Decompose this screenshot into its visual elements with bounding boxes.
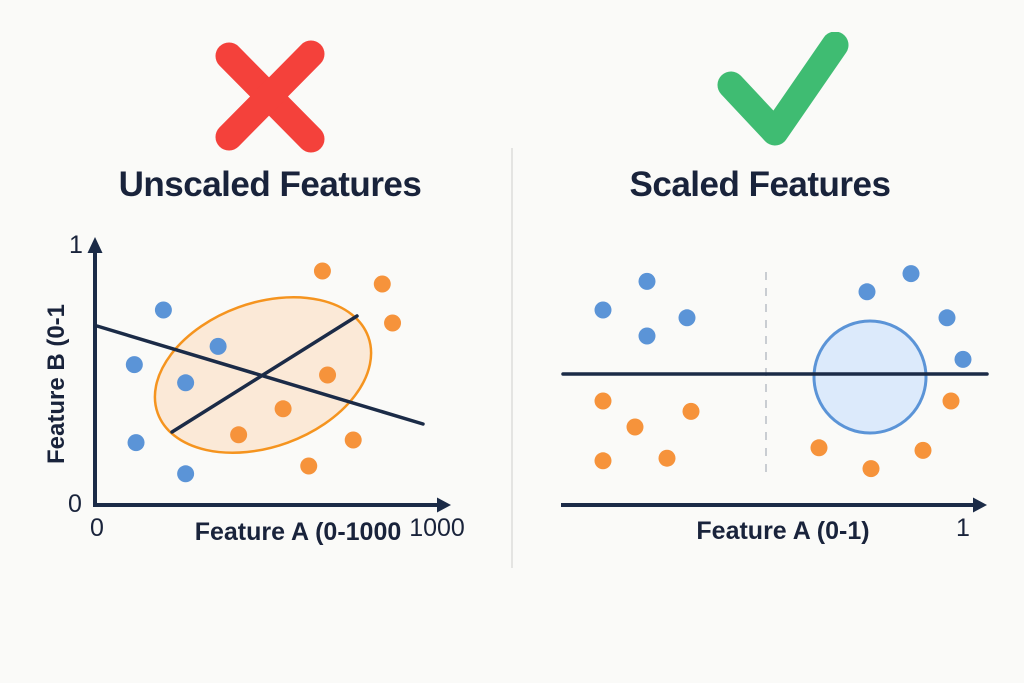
scatter-dot-blue xyxy=(154,301,172,319)
left-y-tick-0: 0 xyxy=(68,490,82,518)
scatter-dot-orange xyxy=(594,452,612,470)
scatter-dot-orange xyxy=(914,441,932,459)
scatter-dot-orange xyxy=(384,314,402,332)
scatter-dot-orange xyxy=(658,449,676,467)
scatter-dot-blue xyxy=(638,327,656,345)
scatter-dot-orange xyxy=(300,457,318,475)
panel-divider xyxy=(511,148,513,568)
left-y-axis-label: Feature B (0-1 xyxy=(42,303,70,465)
scatter-dot-orange xyxy=(626,418,644,436)
scatter-dot-orange xyxy=(274,400,292,418)
x-axis-arrow xyxy=(973,497,987,513)
scatter-dot-blue xyxy=(177,465,195,483)
left-x-axis-label: Feature A (0-1000 xyxy=(194,518,402,546)
scatter-dot-blue xyxy=(125,356,143,374)
scatter-dot-orange xyxy=(319,366,337,384)
scatter-dot-blue xyxy=(902,265,920,283)
scatter-dot-blue xyxy=(678,309,696,327)
scatter-dot-orange xyxy=(313,262,331,280)
scatter-dot-blue xyxy=(177,374,195,392)
cluster-circle xyxy=(812,319,928,435)
scatter-dot-blue xyxy=(938,309,956,327)
scatter-dot-orange xyxy=(344,431,362,449)
scatter-dot-blue xyxy=(594,301,612,319)
scatter-dot-orange xyxy=(594,392,612,410)
left-x-tick-0: 0 xyxy=(90,514,104,542)
left-x-tick-1000: 1000 xyxy=(409,514,465,542)
scatter-dot-blue xyxy=(858,283,876,301)
right-x-tick-1: 1 xyxy=(956,514,970,542)
right-x-axis-label: Feature A (0-1) xyxy=(696,517,870,545)
scatter-dot-blue xyxy=(209,337,227,355)
scatter-dot-orange xyxy=(373,275,391,293)
scatter-dot-orange xyxy=(862,460,880,478)
scatter-dot-orange xyxy=(942,392,960,410)
check-icon xyxy=(717,32,849,146)
scatter-dot-orange xyxy=(810,439,828,457)
right-panel-title: Scaled Features xyxy=(629,165,891,204)
cross-icon xyxy=(215,40,325,153)
left-y-tick-1: 1 xyxy=(69,231,83,259)
x-axis-arrow xyxy=(437,497,451,513)
scatter-dot-orange xyxy=(230,426,248,444)
scatter-dot-blue xyxy=(127,434,145,452)
scatter-dot-blue xyxy=(954,350,972,368)
decision-line xyxy=(170,314,359,434)
scatter-dot-blue xyxy=(638,272,656,290)
left-panel-title: Unscaled Features xyxy=(118,165,422,204)
y-axis-arrow xyxy=(87,237,103,253)
scatter-dot-orange xyxy=(682,402,700,420)
